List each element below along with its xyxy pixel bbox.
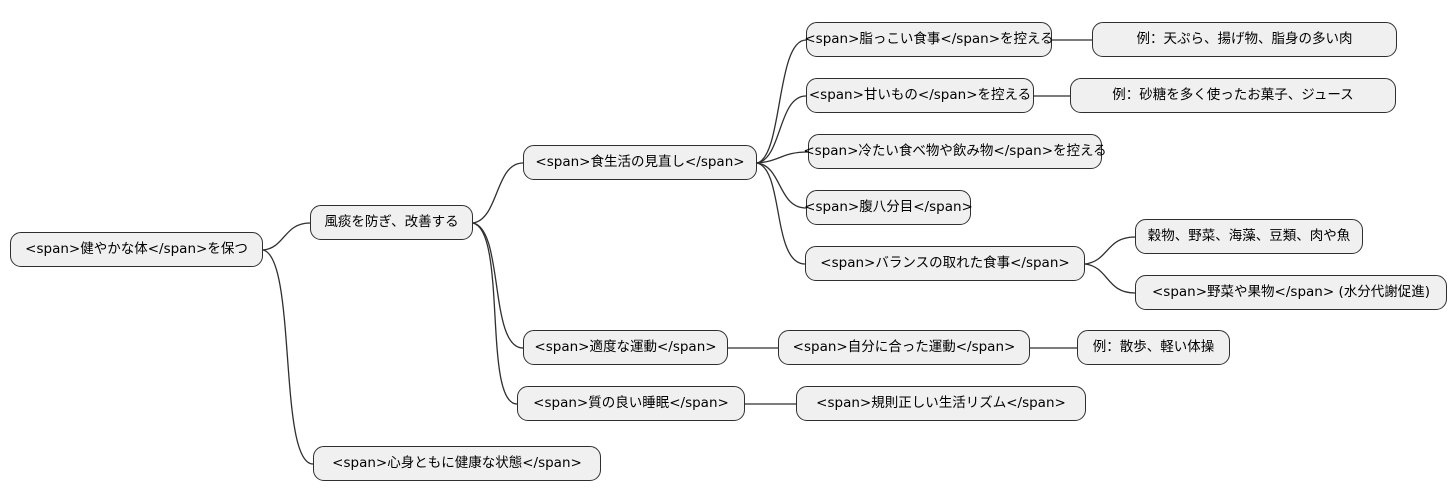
edge-root-to-prevent-phlegm [262, 222, 311, 251]
node-suitable-exercise: <span>自分に合った運動</span> [778, 330, 1030, 365]
node-prevent-improve-phlegm: 風痰を防ぎ、改善する [310, 205, 473, 240]
node-quality-sleep: <span>質の良い睡眠</span> [517, 386, 745, 421]
node-example-exercise: 例：散歩、軽い体操 [1077, 330, 1230, 365]
edge-diet-to-cold-food [756, 151, 809, 164]
node-example-sweets: 例：砂糖を多く使ったお菓子、ジュース [1070, 78, 1396, 113]
node-example-oily-food: 例：天ぷら、揚げ物、脂身の多い肉 [1092, 22, 1397, 57]
node-avoid-cold-food: <span>冷たい食べ物や飲み物</span>を控える [803, 134, 1107, 169]
node-root-maintain-healthy-body: <span>健やかな体</span>を保つ [10, 232, 263, 267]
node-balanced-diet: <span>バランスの取れた食事</span> [805, 246, 1085, 281]
node-regular-lifestyle: <span>規則正しい生活リズム</span> [796, 386, 1086, 421]
edge-diet-to-balanced-meal [756, 162, 806, 265]
edge-diet-to-oily-food [756, 39, 807, 164]
edge-phlegm-to-exercise [472, 222, 524, 349]
edge-root-to-healthy-state [262, 249, 314, 465]
node-review-diet: <span>食生活の見直し</span> [523, 145, 757, 180]
edge-balanced-to-grains [1084, 236, 1136, 265]
node-grains-vegetables: 穀物、野菜、海藻、豆類、肉や魚 [1135, 219, 1363, 254]
edge-diet-to-sweets [756, 95, 807, 164]
node-healthy-mind-body: <span>心身ともに健康な状態</span> [313, 446, 601, 481]
edge-diet-to-moderation [756, 162, 807, 209]
node-avoid-sweets: <span>甘いもの</span>を控える [806, 78, 1034, 113]
edge-phlegm-to-sleep [472, 222, 518, 405]
edge-balanced-to-vegetables-fruits [1084, 263, 1136, 294]
node-eat-in-moderation: <span>腹八分目</span> [804, 190, 973, 225]
edge-phlegm-to-diet-review [472, 162, 524, 224]
node-moderate-exercise: <span>適度な運動</span> [523, 330, 728, 365]
node-avoid-oily-food: <span>脂っこい食事</span>を控える [804, 22, 1054, 57]
node-vegetables-fruits: <span>野菜や果物</span> (水分代謝促進) [1135, 275, 1447, 310]
